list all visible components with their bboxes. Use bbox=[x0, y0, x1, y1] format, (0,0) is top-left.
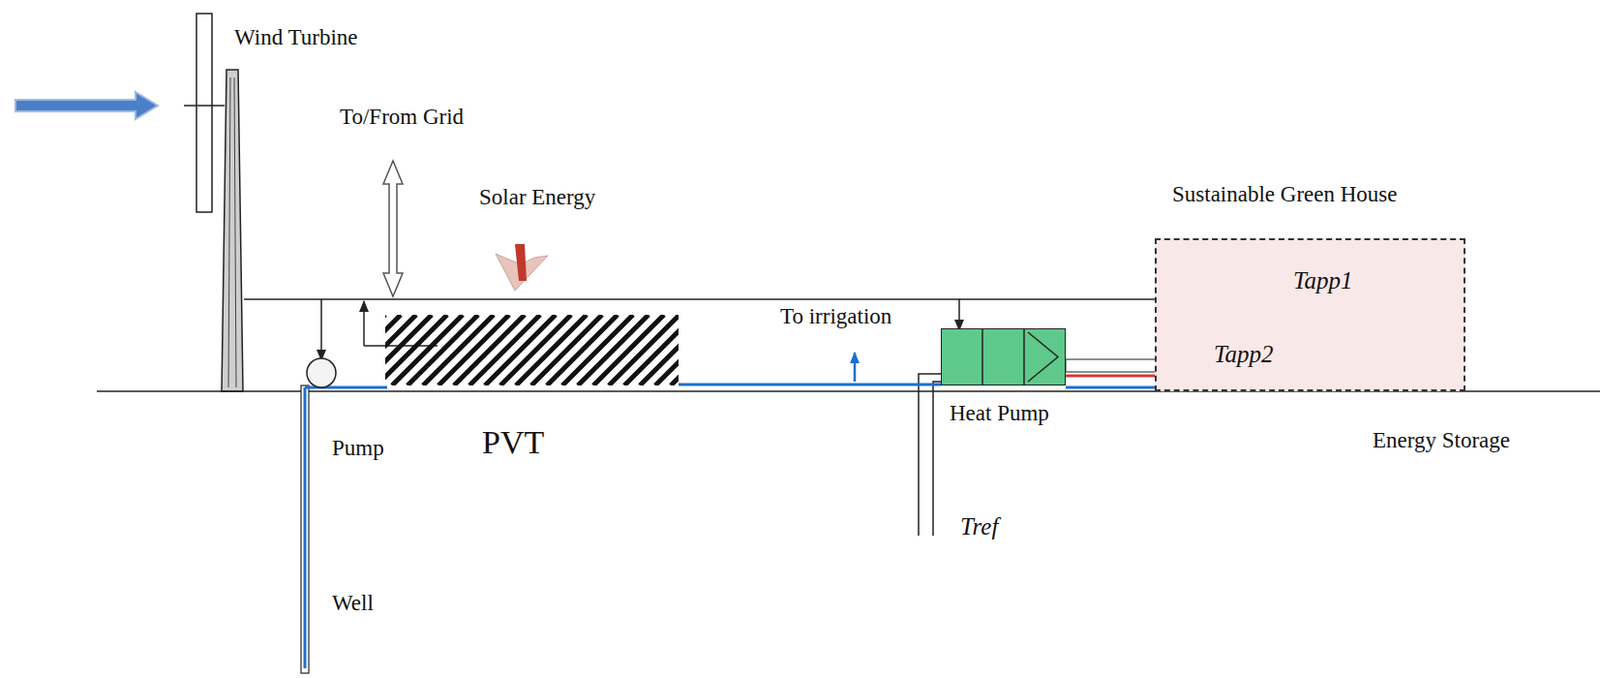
heat-pump-symbol bbox=[940, 328, 1066, 386]
pvt-collector: PVT bbox=[385, 314, 679, 386]
pvt-hatching bbox=[385, 314, 679, 386]
component-label: Energy Storage bbox=[1372, 427, 1510, 453]
energy-label: Solar Energy bbox=[479, 184, 596, 210]
temperature-label: Tapp1 bbox=[1293, 267, 1354, 295]
component-label: To/From Grid bbox=[339, 104, 464, 129]
component-label: Well bbox=[332, 590, 374, 615]
component-label: Pump bbox=[332, 435, 385, 460]
greenhouse-region: Sustainable Green House bbox=[1154, 238, 1466, 392]
node-label: Heat Pump bbox=[949, 400, 1050, 425]
heat-pump-box: Heat Pump bbox=[940, 328, 1066, 386]
component-label: Wind Turbine bbox=[234, 25, 359, 50]
pipe-connector bbox=[678, 384, 941, 386]
pipe-connector bbox=[1065, 375, 1155, 377]
flow-label: To irrigation bbox=[780, 303, 892, 329]
temperature-label: Tref bbox=[960, 513, 998, 541]
node-label: Sustainable Green House bbox=[1172, 181, 1398, 207]
node-label: PVT bbox=[482, 423, 544, 460]
temperature-label: Tapp2 bbox=[1213, 340, 1274, 368]
